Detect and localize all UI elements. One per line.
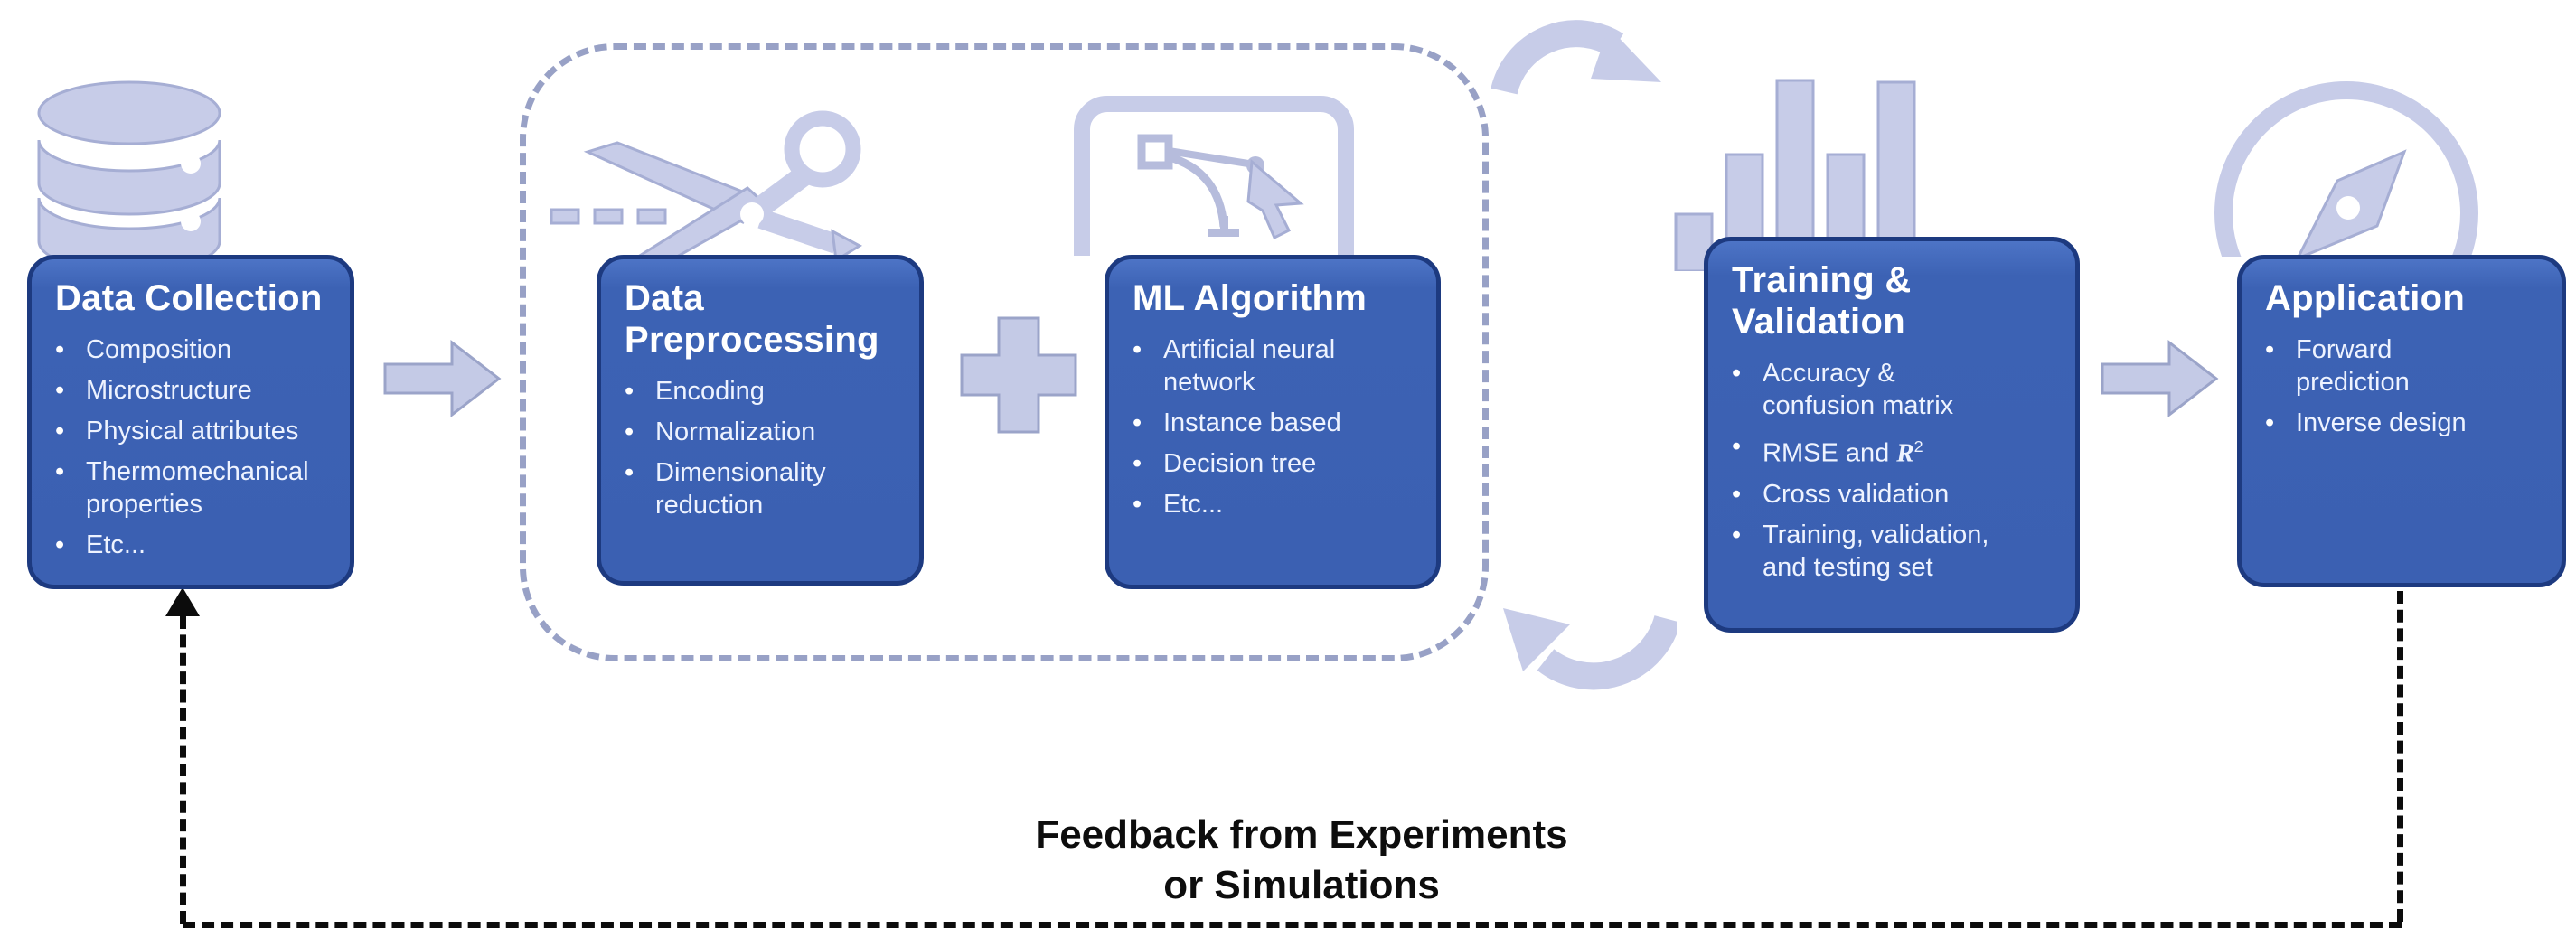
- list-item: •Etc...: [55, 530, 146, 559]
- counterclockwise-arrow-icon: [1503, 608, 1677, 690]
- list-item: •Dimensionality reduction: [625, 458, 826, 520]
- bullet-dot: •: [55, 457, 65, 486]
- r-symbol: R: [1896, 438, 1914, 468]
- dashed-group-border: [520, 43, 1489, 661]
- bullet-dot: •: [1133, 335, 1142, 364]
- feedback-label: Feedback from Experiments or Simulations: [1035, 812, 1568, 907]
- right-arrow-2: [2101, 339, 2219, 418]
- rmse-text: RMSE and: [1763, 438, 1897, 468]
- list-item: •Physical attributes: [55, 417, 299, 446]
- list-item: •Forward prediction: [2265, 335, 2410, 397]
- bullet-dot: •: [2265, 408, 2275, 437]
- bullet-dot: •: [55, 376, 65, 405]
- bezier-curve-icon: [1074, 96, 1354, 256]
- list-item: •Decision tree: [1133, 449, 1317, 478]
- ml-algorithm-box: ML Algorithm •Artificial neural network …: [1105, 255, 1441, 589]
- list-item: •Cross validation: [1732, 479, 1950, 509]
- training-validation-bullets: •Accuracy & confusion matrix • RMSE and R…: [1732, 357, 2052, 584]
- right-arrow-1: [383, 339, 502, 418]
- ml-algorithm-title: ML Algorithm: [1133, 278, 1368, 318]
- application-title: Application: [2265, 278, 2466, 318]
- list-item: •Artificial neural network: [1133, 335, 1336, 397]
- ml-algorithm-bullets: •Artificial neural network •Instance bas…: [1133, 333, 1413, 521]
- bullet-dot: •: [1732, 520, 1742, 549]
- list-item: •Composition: [55, 335, 232, 364]
- list-item: •Etc...: [1133, 490, 1224, 519]
- training-validation-title: Training & Validation: [1732, 260, 1912, 342]
- list-item: •Encoding: [625, 377, 765, 406]
- clockwise-arrow-icon: [1491, 20, 1661, 95]
- list-item: • RMSE and R2: [1732, 430, 2052, 470]
- database-icon: [37, 80, 221, 258]
- bullet-dot: •: [2265, 335, 2275, 364]
- training-validation-box: Training & Validation •Accuracy & confus…: [1704, 237, 2080, 633]
- bullet-dot: •: [1133, 449, 1142, 478]
- compass-icon: [2214, 81, 2478, 257]
- data-preprocessing-bullets: •Encoding •Normalization •Dimensionality…: [625, 375, 896, 521]
- bullet-dot: •: [55, 417, 65, 446]
- bullet-dot: •: [1732, 359, 1742, 388]
- list-item: •Training, validation, and testing set: [1732, 520, 1989, 582]
- bullet-dot: •: [1732, 479, 1742, 509]
- list-item: •Thermomechanical properties: [55, 457, 309, 519]
- application-bullets: •Forward prediction •Inverse design: [2265, 333, 2538, 439]
- feedback-arrowhead-icon: [165, 587, 200, 616]
- feedback-line-right: [2397, 591, 2403, 922]
- data-preprocessing-title: Data Preprocessing: [625, 278, 879, 360]
- plus-sign-icon: [960, 316, 1077, 434]
- data-preprocessing-box: Data Preprocessing •Encoding •Normalizat…: [597, 255, 924, 586]
- bullet-dot: •: [55, 530, 65, 559]
- bullet-dot: •: [625, 377, 635, 406]
- bullet-dot: •: [625, 458, 635, 487]
- feedback-line-left: [180, 616, 186, 924]
- feedback-line-bottom: [183, 922, 2402, 928]
- bullet-dot: •: [1732, 432, 1742, 461]
- bullet-dot: •: [625, 417, 635, 446]
- list-item: •Normalization: [625, 417, 816, 446]
- r-exponent: 2: [1913, 437, 1923, 455]
- bullet-dot: •: [1133, 490, 1142, 519]
- data-collection-title: Data Collection: [55, 278, 323, 318]
- data-collection-bullets: •Composition •Microstructure •Physical a…: [55, 333, 326, 561]
- list-item: •Inverse design: [2265, 408, 2467, 437]
- bullet-dot: •: [55, 335, 65, 364]
- list-item: •Instance based: [1133, 408, 1341, 437]
- data-collection-box: Data Collection •Composition •Microstruc…: [27, 255, 354, 589]
- list-item: •Accuracy & confusion matrix: [1732, 359, 1954, 420]
- application-box: Application •Forward prediction •Inverse…: [2237, 255, 2566, 587]
- bullet-dot: •: [1133, 408, 1142, 437]
- list-item: •Microstructure: [55, 376, 252, 405]
